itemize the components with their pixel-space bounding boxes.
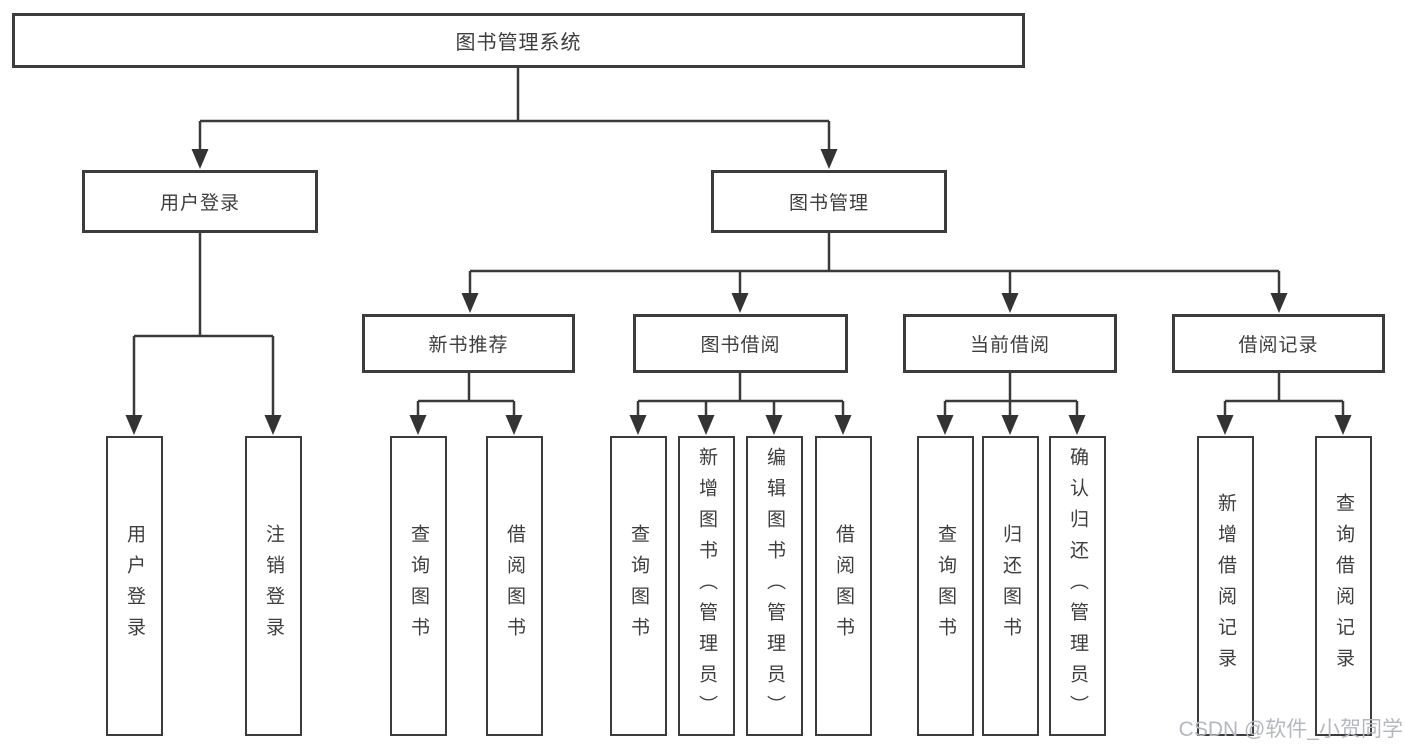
leaf-borrow-books-recommend: 借阅图书 [486, 436, 543, 736]
leaf-label: 注销登录 [263, 524, 284, 648]
leaf-label: 确认归还（管理员） [1067, 446, 1088, 726]
leaf-logout: 注销登录 [245, 436, 302, 736]
leaf-label: 查询图书 [628, 524, 649, 648]
connector-current-borrowing-children [943, 373, 1079, 417]
leaf-label: 归还图书 [1000, 524, 1021, 648]
leaf-query-books-borrowing: 查询图书 [610, 436, 667, 736]
node-label: 用户登录 [159, 193, 240, 214]
leaf-label: 编辑图书（管理员） [764, 446, 785, 726]
arrowheads [125, 149, 1352, 435]
connector-new-book-recommendation-children [416, 373, 516, 417]
leaf-user-login: 用户登录 [106, 436, 163, 736]
leaf-label: 借阅图书 [833, 524, 854, 648]
connector-book-management-children [468, 233, 1281, 295]
connector-root-to-level2 [198, 68, 831, 151]
leaf-label: 用户登录 [124, 524, 145, 648]
leaf-borrow-books: 借阅图书 [815, 436, 872, 736]
node-label: 图书管理系统 [455, 32, 582, 54]
connector-user-login-children [132, 233, 275, 417]
leaf-return-books: 归还图书 [982, 436, 1039, 736]
node-library-management-system: 图书管理系统 [12, 13, 1025, 68]
node-label: 图书借阅 [700, 335, 781, 356]
leaf-add-borrow-record: 新增借阅记录 [1197, 436, 1254, 736]
node-current-borrowing: 当前借阅 [903, 314, 1117, 373]
leaf-label: 借阅图书 [504, 524, 525, 648]
csdn-watermark: CSDN @软件_小贺同学 [1178, 718, 1403, 741]
node-label: 当前借阅 [969, 335, 1050, 356]
leaf-query-books-current: 查询图书 [917, 436, 974, 736]
leaf-confirm-return-admin: 确认归还（管理员） [1049, 436, 1106, 736]
node-book-borrowing: 图书借阅 [633, 314, 848, 373]
leaf-label: 查询图书 [408, 524, 429, 648]
node-label: 借阅记录 [1238, 335, 1319, 356]
connector-book-borrowing-children [636, 373, 845, 417]
leaf-add-books-admin: 新增图书（管理员） [678, 436, 735, 736]
leaf-query-borrow-record: 查询借阅记录 [1315, 436, 1372, 736]
leaf-label: 查询图书 [935, 524, 956, 648]
node-label: 新书推荐 [428, 335, 509, 356]
leaf-edit-books-admin: 编辑图书（管理员） [746, 436, 803, 736]
leaf-label: 新增借阅记录 [1215, 493, 1236, 679]
connector-borrowing-records-children [1223, 373, 1345, 417]
node-borrowing-records: 借阅记录 [1172, 314, 1385, 373]
leaf-label: 查询借阅记录 [1333, 493, 1354, 679]
node-label: 图书管理 [788, 193, 869, 214]
leaf-query-books-recommend: 查询图书 [390, 436, 447, 736]
leaf-label: 新增图书（管理员） [696, 446, 717, 726]
node-new-book-recommendation: 新书推荐 [362, 314, 575, 373]
node-book-management: 图书管理 [711, 170, 947, 233]
node-user-login: 用户登录 [82, 170, 318, 233]
